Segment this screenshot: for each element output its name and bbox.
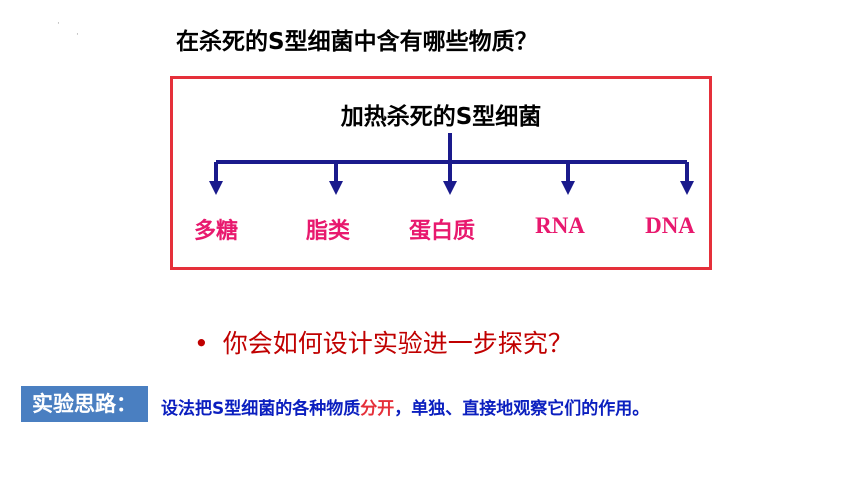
approach-highlight: 分开	[360, 399, 395, 419]
arrow-head-5	[680, 181, 694, 195]
diagram-root-label: 加热杀死的S型细菌	[340, 104, 542, 130]
leaf-rna: RNA	[535, 213, 585, 238]
question-line: • 你会如何设计实验进一步探究？	[194, 324, 573, 360]
question-text: 你会如何设计实验进一步探究？	[222, 329, 573, 358]
leaf-dna: DNA	[645, 213, 695, 238]
approach-text: 设法把S型细菌的各种物质分开，单独、直接地观察它们的作用。	[161, 394, 649, 419]
bullet-icon: •	[194, 329, 209, 358]
diagram-frame: 加热杀死的S型细菌 多糖 脂类 蛋白质 RNA DNA	[170, 76, 712, 270]
decoration-dot: ·	[57, 19, 60, 29]
arrow-head-2	[329, 181, 343, 195]
arrow-head-1	[209, 181, 223, 195]
page-title: 在杀死的S型细菌中含有哪些物质？	[176, 29, 538, 55]
leaf-polysaccharide: 多糖	[193, 219, 239, 244]
tree-connector	[209, 133, 694, 195]
decoration-dot: ·	[76, 30, 79, 40]
approach-text-before: 设法把S型细菌的各种物质	[161, 399, 361, 419]
leaf-lipid: 脂类	[305, 219, 351, 244]
approach-text-after: ，单独、直接地观察它们的作用。	[394, 399, 650, 419]
approach-label: 实验思路：	[21, 386, 148, 422]
arrow-head-3	[443, 181, 457, 195]
leaf-protein: 蛋白质	[408, 219, 476, 244]
arrow-head-4	[561, 181, 575, 195]
